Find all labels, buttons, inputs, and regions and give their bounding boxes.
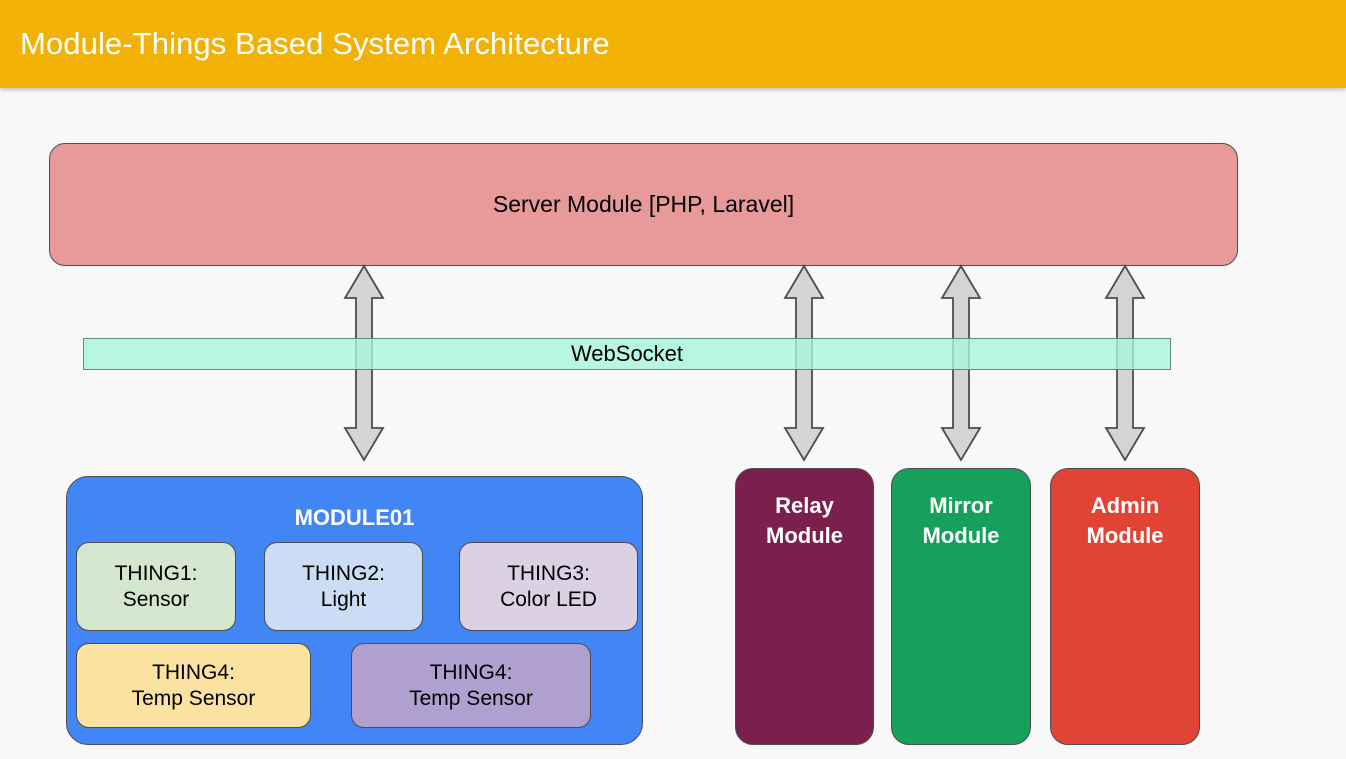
slide-header-bar: Module-Things Based System Architecture bbox=[0, 0, 1346, 88]
relay-module-label-line2: Module bbox=[766, 522, 843, 548]
thing-box-4-role: Temp Sensor bbox=[131, 686, 256, 710]
admin-module-label-line2: Module bbox=[1086, 522, 1164, 548]
thing-box-3-name: THING3: bbox=[507, 561, 590, 585]
websocket-bus-node[interactable]: WebSocket bbox=[83, 338, 1171, 370]
mirror-module-node[interactable]: Mirror Module bbox=[891, 468, 1031, 745]
thing-box-4[interactable]: THING4: Temp Sensor bbox=[76, 643, 311, 728]
server-module-label: Server Module [PHP, Laravel] bbox=[492, 191, 795, 217]
module01-node[interactable]: MODULE01 THING1: Sensor THING2: Light TH… bbox=[66, 476, 643, 745]
websocket-bus-label: WebSocket bbox=[570, 341, 684, 366]
thing-box-3-role: Color LED bbox=[500, 587, 597, 611]
module01-title: MODULE01 bbox=[294, 505, 415, 530]
architecture-diagram-canvas: Server Module [PHP, Laravel] WebSocke bbox=[0, 88, 1346, 759]
thing-box-2[interactable]: THING2: Light bbox=[264, 542, 423, 631]
admin-module-node[interactable]: Admin Module bbox=[1050, 468, 1200, 745]
thing-box-5-name: THING4: bbox=[429, 660, 513, 684]
page-title: Module-Things Based System Architecture bbox=[20, 26, 610, 61]
relay-module-label-line1: Relay bbox=[775, 493, 834, 518]
thing-box-1-name: THING1: bbox=[114, 561, 198, 585]
thing-box-5-role: Temp Sensor bbox=[409, 686, 533, 710]
thing-box-5[interactable]: THING4: Temp Sensor bbox=[351, 643, 591, 728]
server-module-node[interactable]: Server Module [PHP, Laravel] bbox=[49, 143, 1238, 266]
thing-box-1[interactable]: THING1: Sensor bbox=[76, 542, 236, 631]
mirror-module-label-line1: Mirror bbox=[929, 493, 993, 518]
thing-box-2-name: THING2: bbox=[302, 561, 385, 585]
admin-module-label-line1: Admin bbox=[1090, 493, 1160, 518]
thing-box-3[interactable]: THING3: Color LED bbox=[459, 542, 638, 631]
thing-box-4-name: THING4: bbox=[152, 660, 235, 684]
mirror-module-label-line2: Module bbox=[922, 522, 1000, 548]
thing-box-2-role: Light bbox=[320, 587, 367, 611]
thing-box-1-role: Sensor bbox=[122, 587, 190, 611]
relay-module-node[interactable]: Relay Module bbox=[735, 468, 874, 745]
